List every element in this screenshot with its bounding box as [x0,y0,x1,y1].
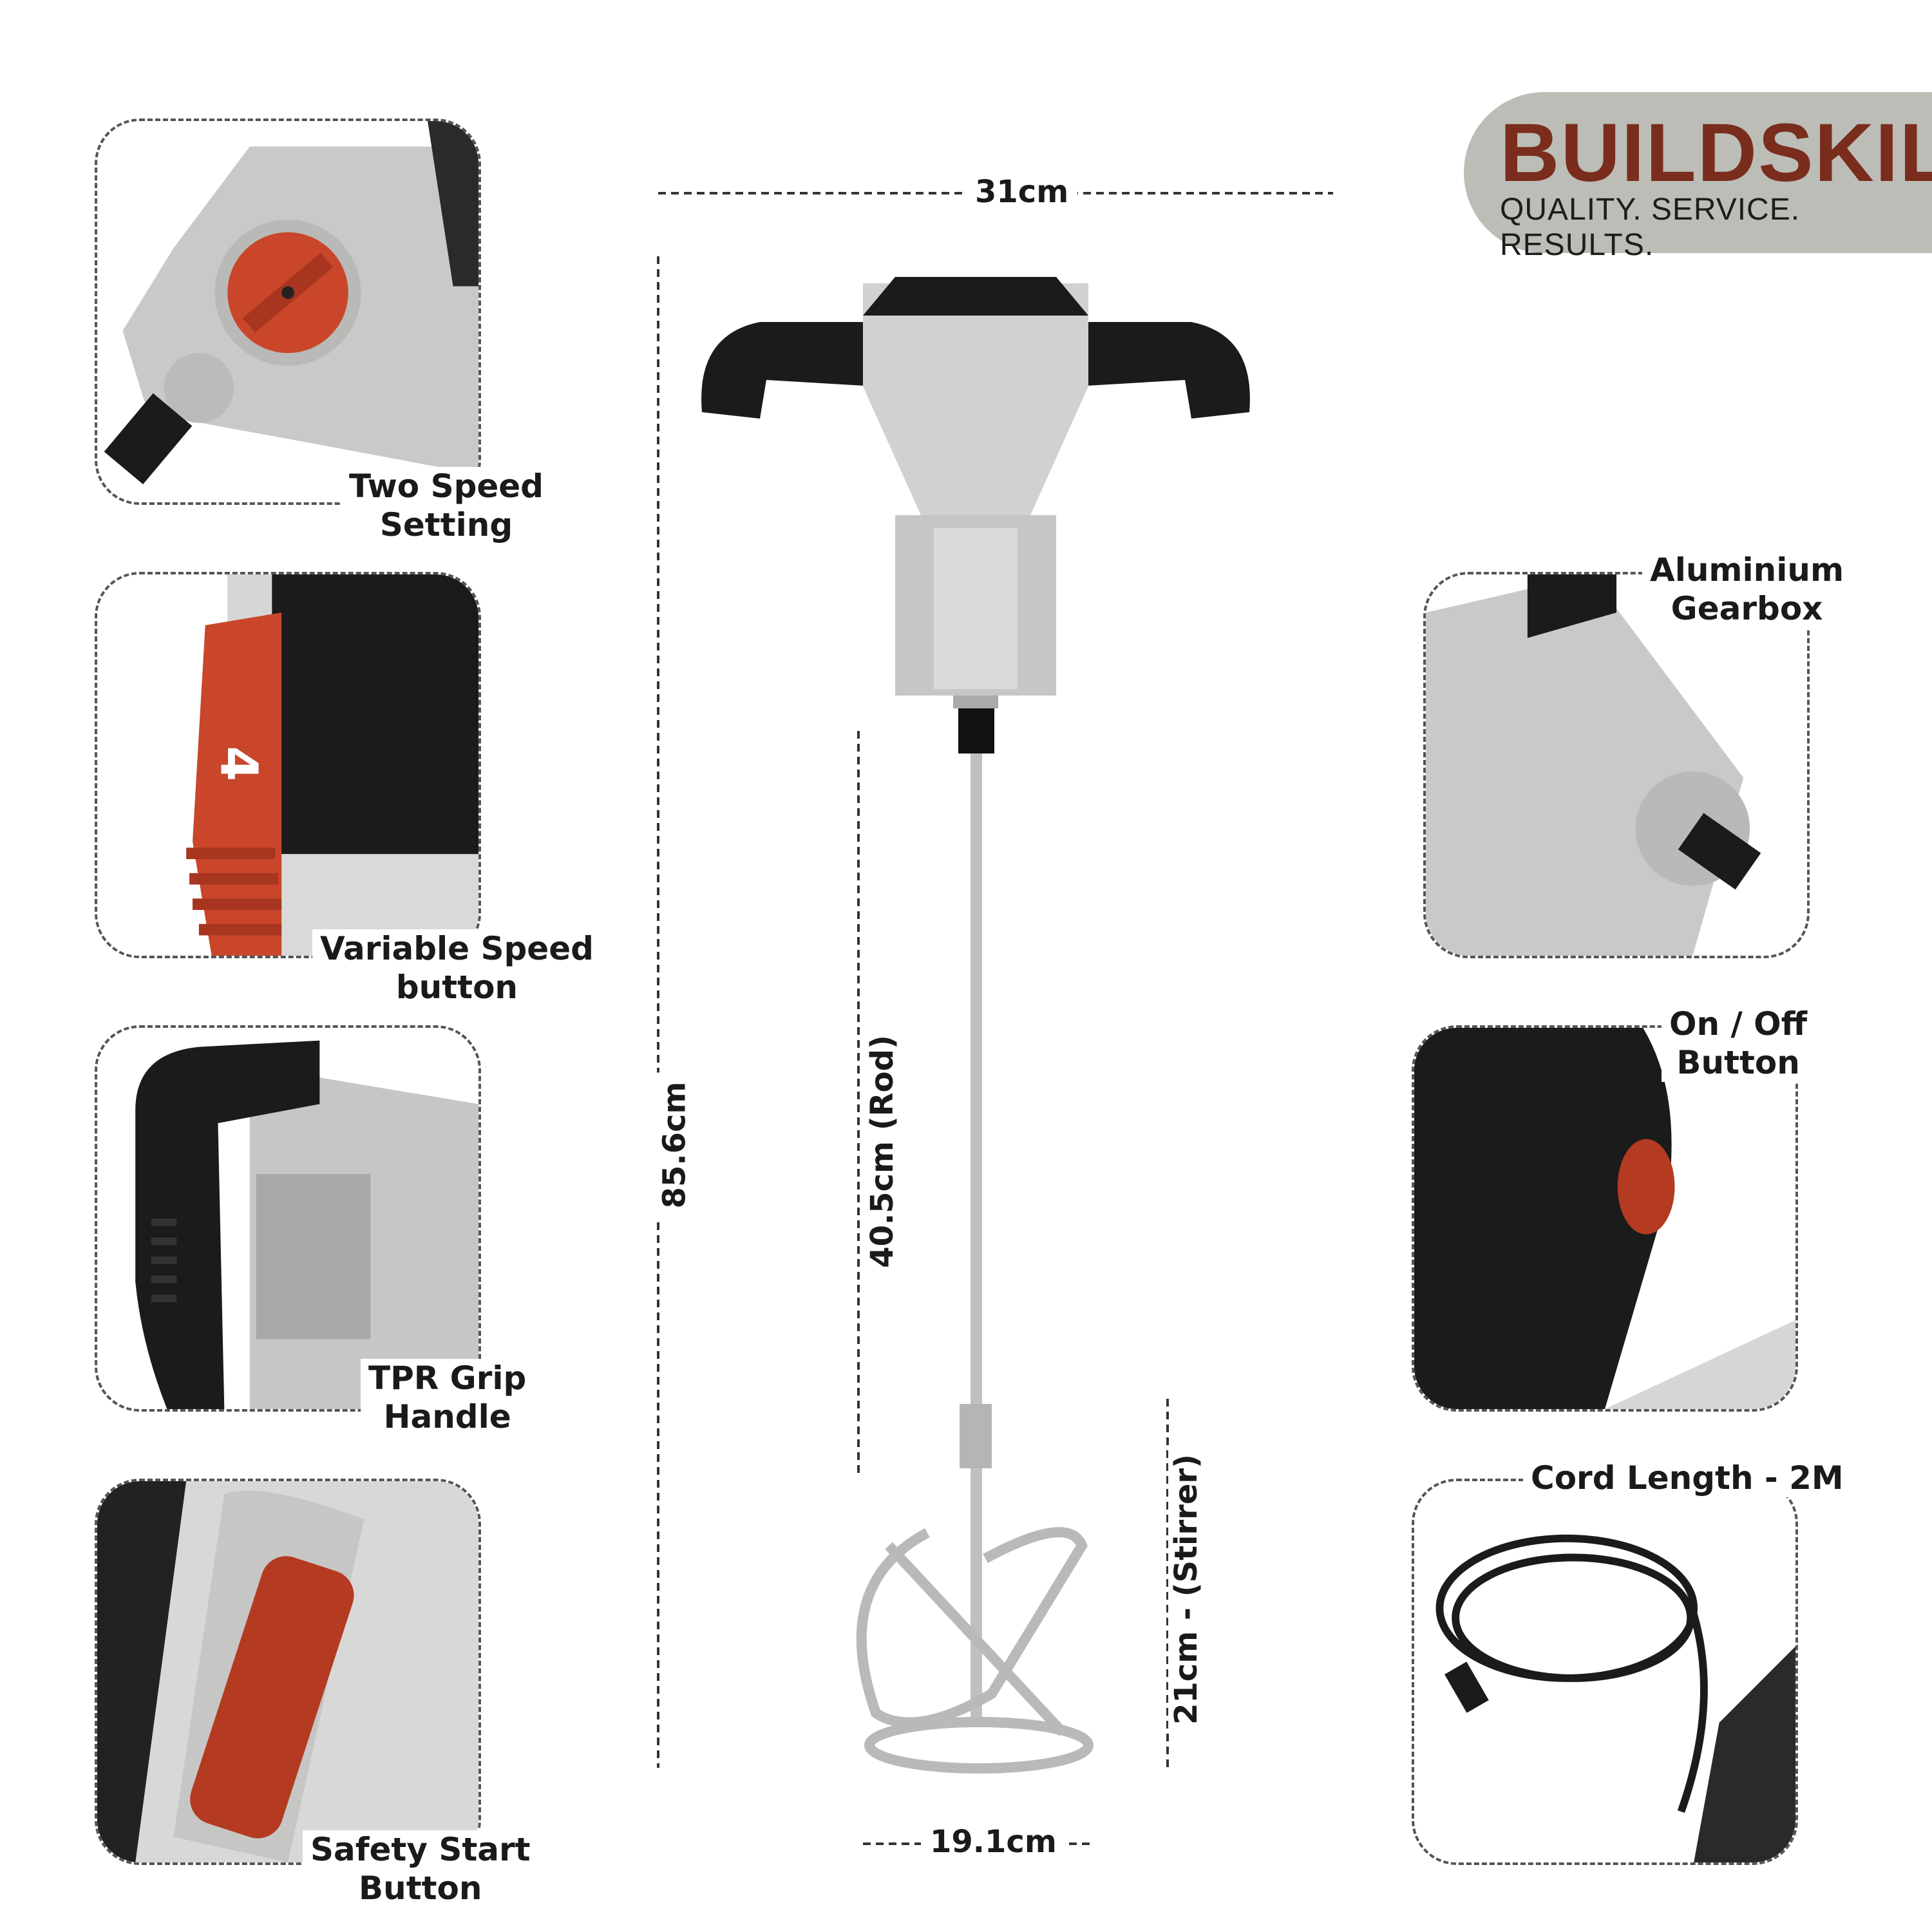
gearbox-icon [1426,574,1761,956]
dimension-height: 85.6cm [656,1072,693,1218]
brand-logo: BUILDSKILL QUALITY. SERVICE. RESULTS. [1464,92,1932,262]
dimension-rod: 40.5cm (Rod) [864,1026,900,1277]
dimension-stirrer-width: 19.1cm [921,1824,1066,1860]
feature-panel-cord [1412,1479,1798,1865]
power-cord-icon [1435,1534,1795,1862]
feature-label-cord: Cord Length - 2M [1523,1459,1852,1497]
brand-tagline: QUALITY. SERVICE. RESULTS. [1500,193,1801,262]
safety-button-icon [97,1481,478,1862]
feature-panel-power-button [1412,1025,1798,1412]
brand-name: BUILDSKILL [1500,107,1932,199]
grip-handle-icon [135,1040,478,1409]
speed-wheel-icon: 4 [97,574,478,956]
feature-panel-safety-start [95,1479,481,1865]
feature-panel-grip-handle [95,1025,481,1412]
dimension-width: 31cm [966,174,1078,210]
feature-panel-gearbox [1423,572,1810,958]
speed-dial-icon [104,121,478,485]
svg-text:4: 4 [209,746,268,781]
dimension-stirrer: 21cm - (Stirrer) [1168,1444,1205,1734]
power-button-icon [1414,1028,1795,1409]
feature-panel-two-speed [95,118,481,505]
feature-panel-variable-speed: 4 [95,572,481,958]
